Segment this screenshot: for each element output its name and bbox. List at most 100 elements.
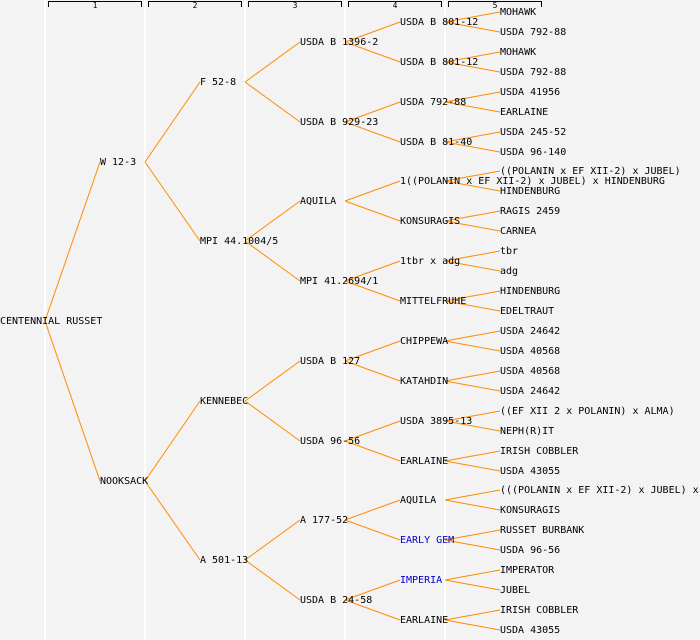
pedigree-node: MOHAWK [500, 7, 537, 18]
generation-header-2: 2 [192, 1, 198, 10]
pedigree-node-link[interactable]: EARLY GEM [400, 535, 455, 546]
pedigree-node: RAGIS 2459 [500, 206, 561, 217]
connector-line [344, 200, 401, 222]
pedigree-node: HINDENBURG [500, 186, 561, 197]
generation-header-4: 4 [392, 1, 398, 10]
connector-line [244, 519, 301, 561]
pedigree-node: adg [500, 266, 519, 277]
pedigree-node: USDA B 929-23 [300, 117, 379, 128]
connector-line [444, 61, 501, 73]
pedigree-node: KONSURAGIS [500, 505, 561, 516]
pedigree-node: USDA 41956 [500, 87, 561, 98]
connector-line [444, 21, 501, 33]
pedigree-node: EDELTRAUT [500, 306, 555, 317]
pedigree-node: USDA B 1396-2 [300, 37, 379, 48]
pedigree-node: MPI 44.1004/5 [200, 236, 279, 247]
pedigree-node: A 177-52 [300, 515, 349, 526]
connector-line [244, 200, 301, 242]
pedigree-node: USDA 792-88 [500, 27, 567, 38]
column-separator [244, 0, 246, 640]
connector-line [444, 569, 501, 581]
pedigree-node: USDA 43055 [500, 625, 561, 636]
connector-line [444, 131, 501, 143]
connector-line [344, 180, 401, 202]
connector-line [444, 529, 501, 541]
pedigree-node: AQUILA [400, 495, 437, 506]
pedigree-node: USDA B 127 [300, 356, 361, 367]
pedigree-node: USDA B 81-40 [400, 137, 473, 148]
connector-line [444, 460, 501, 472]
connector-line [344, 519, 401, 541]
connector-line [444, 579, 501, 591]
connector-line [244, 41, 301, 83]
pedigree-node: JUBEL [500, 585, 531, 596]
column-separator [444, 0, 446, 640]
pedigree-node: 1((POLANIN x EF XII-2) x JUBEL) x HINDEN… [400, 176, 665, 187]
connector-line [444, 609, 501, 621]
pedigree-node: IMPERATOR [500, 565, 555, 576]
connector-line [444, 260, 501, 272]
connector-line [444, 220, 501, 232]
pedigree-node: (((POLANIN x EF XII-2) x JUBEL) x [500, 485, 699, 496]
pedigree-node: KATAHDIN [400, 376, 449, 387]
generation-header-bracket [48, 1, 142, 7]
connector-line [344, 340, 401, 362]
pedigree-node: IRISH COBBLER [500, 446, 579, 457]
generation-header-bracket [148, 1, 242, 7]
pedigree-node: HINDENBURG [500, 286, 561, 297]
pedigree-node: W 12-3 [100, 157, 137, 168]
connector-line [344, 360, 401, 382]
connector-line [244, 400, 301, 442]
connector-line [444, 210, 501, 222]
connector-line [244, 81, 301, 123]
pedigree-node: MPI 41.2694/1 [300, 276, 379, 287]
connector-line [244, 559, 301, 601]
pedigree-node: USDA 245-52 [500, 127, 567, 138]
connector-line [344, 101, 401, 123]
connector-line [444, 51, 501, 63]
pedigree-node: CENTENNIAL RUSSET [0, 316, 103, 327]
connector-line [444, 370, 501, 382]
connector-line [344, 599, 401, 621]
pedigree-node: ((EF XII 2 x POLANIN) x ALMA) [500, 406, 675, 417]
connector-line [444, 170, 501, 182]
generation-header-bracket [348, 1, 442, 7]
generation-header-bracket [448, 1, 542, 7]
connector-line [444, 410, 501, 422]
generation-header-1: 1 [92, 1, 98, 10]
connector-line [44, 320, 101, 482]
connector-line [444, 290, 501, 302]
pedigree-node: USDA 96-140 [500, 147, 567, 158]
pedigree-node: USDA 24642 [500, 326, 561, 337]
pedigree-node: MOHAWK [500, 47, 537, 58]
connector-line [344, 121, 401, 143]
connector-line [444, 619, 501, 631]
column-separator [344, 0, 346, 640]
generation-header-bracket [248, 1, 342, 7]
pedigree-node: EARLAINE [400, 615, 449, 626]
column-separator [144, 0, 146, 640]
connector-line [444, 330, 501, 342]
connector-line [244, 360, 301, 402]
pedigree-node: EARLAINE [500, 107, 549, 118]
connector-line [344, 499, 401, 521]
connector-line [44, 161, 101, 322]
pedigree-node: AQUILA [300, 196, 337, 207]
pedigree-node: IRISH COBBLER [500, 605, 579, 616]
connector-line [444, 450, 501, 462]
connector-line [444, 489, 501, 501]
pedigree-node: USDA 3895-13 [400, 416, 473, 427]
pedigree-node: USDA 24642 [500, 386, 561, 397]
generation-header-5: 5 [492, 1, 498, 10]
pedigree-node: CARNEA [500, 226, 537, 237]
pedigree-node: tbr [500, 246, 519, 257]
connector-line [344, 260, 401, 282]
connector-line [344, 21, 401, 43]
pedigree-node-link[interactable]: IMPERIA [400, 575, 443, 586]
connector-line [444, 380, 501, 392]
connector-line [244, 240, 301, 282]
pedigree-node: USDA 792-88 [400, 97, 467, 108]
pedigree-node: USDA 96-56 [300, 436, 361, 447]
connector-line [144, 480, 201, 561]
